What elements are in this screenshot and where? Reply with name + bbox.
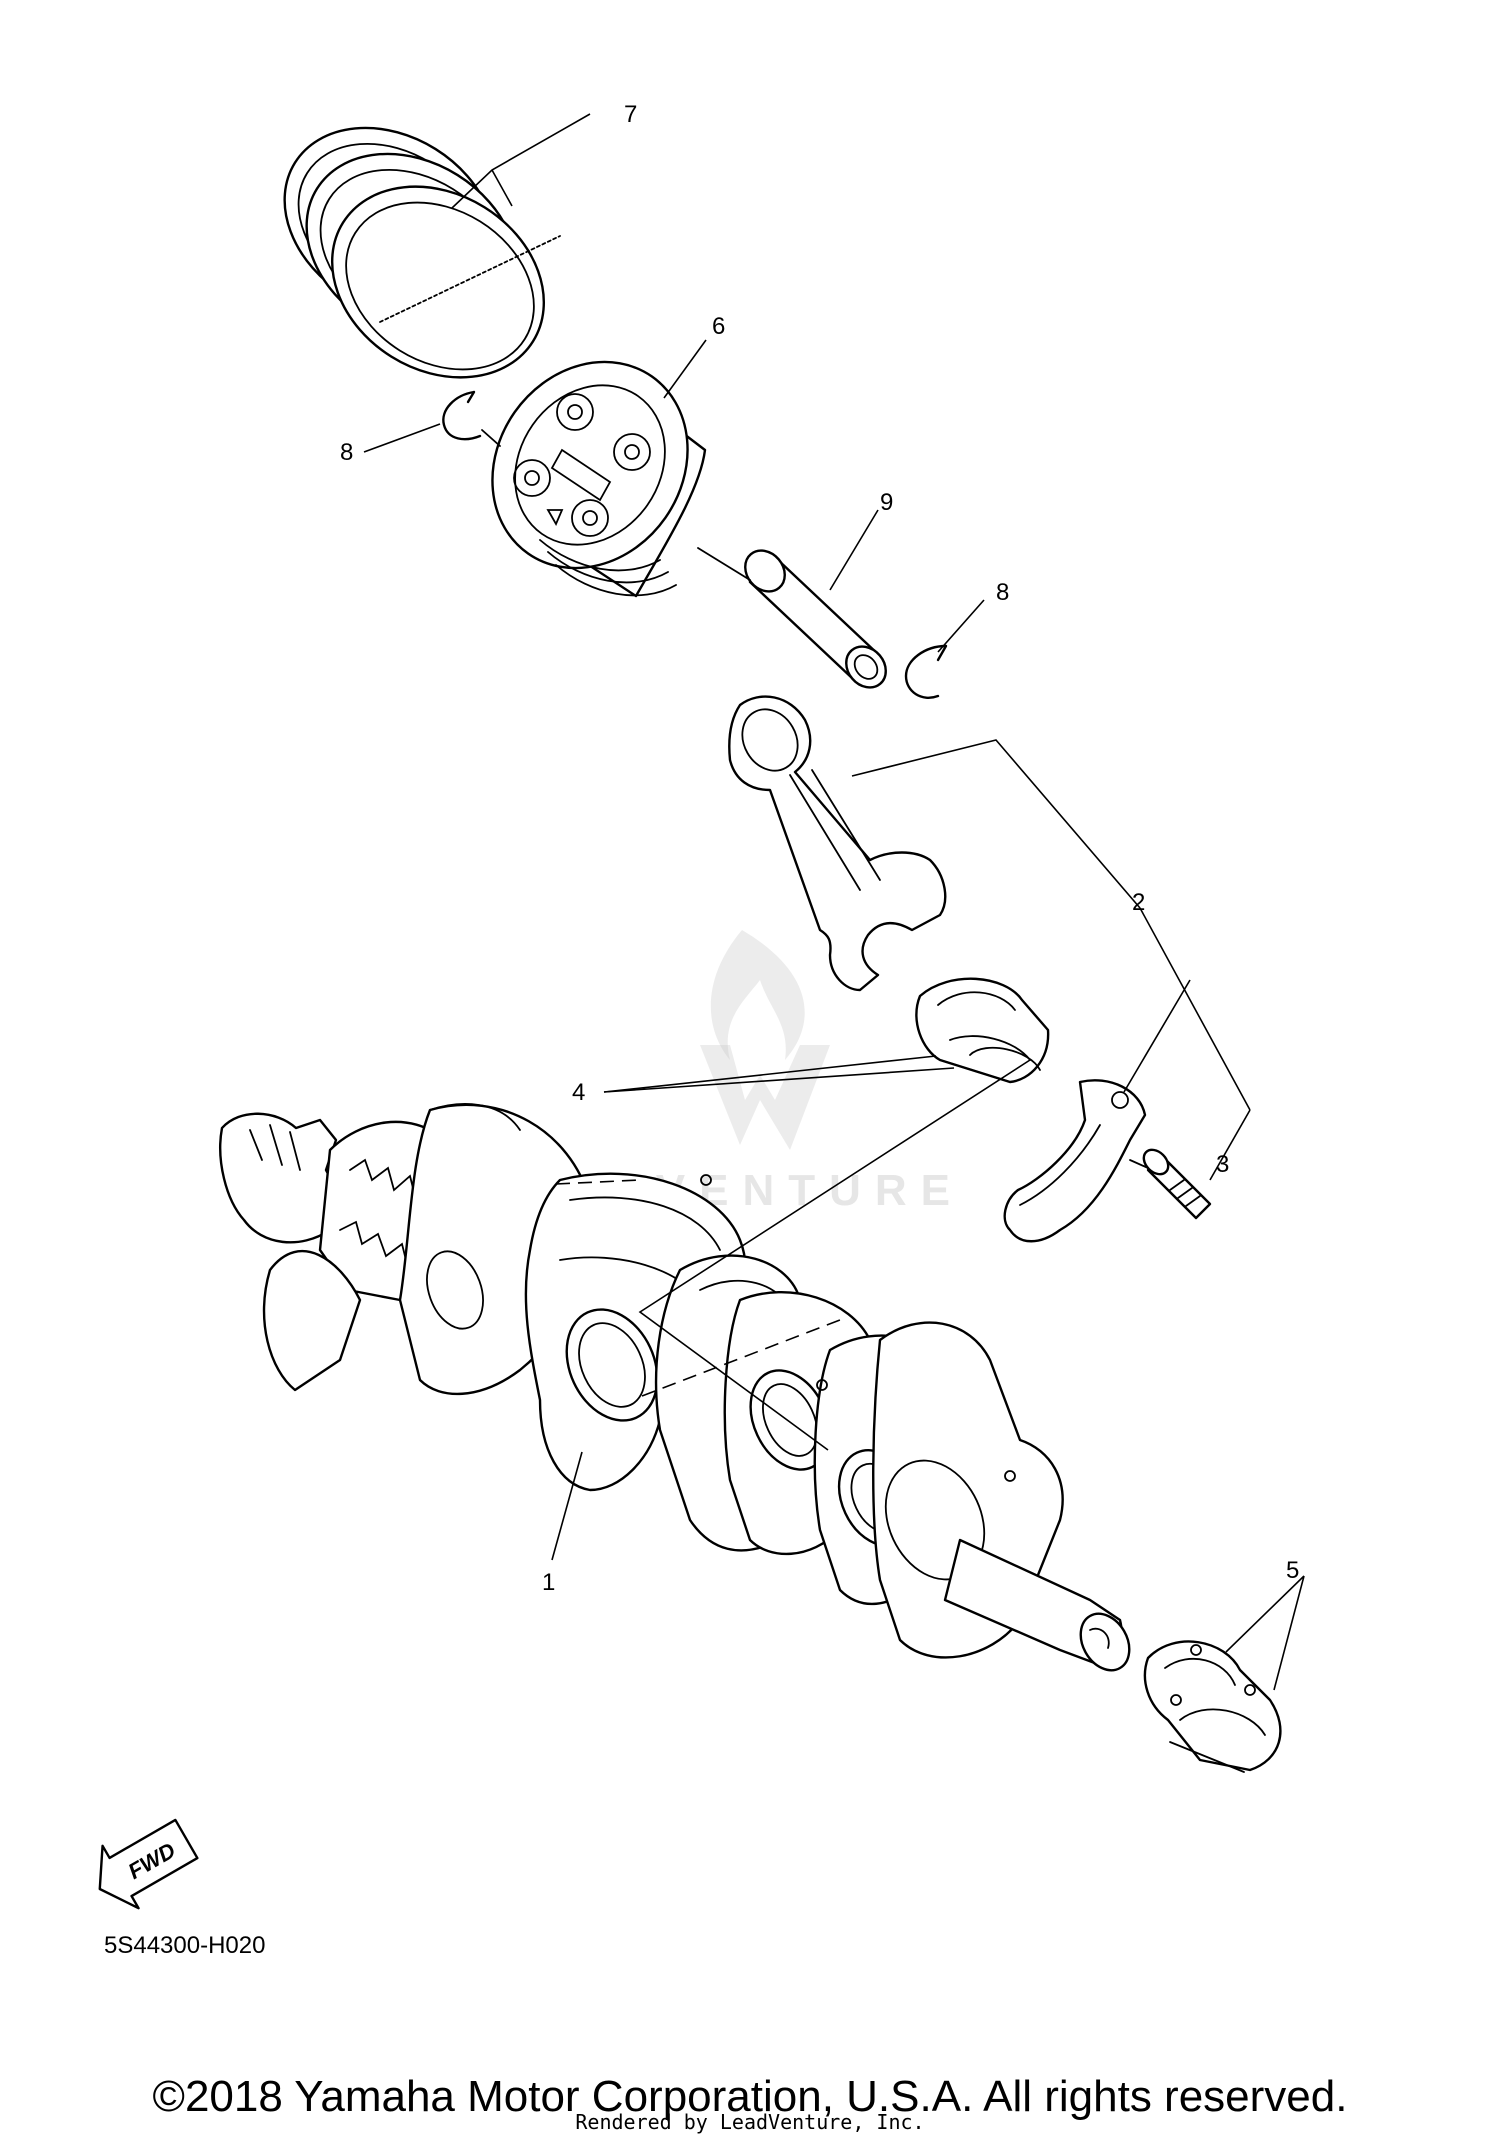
callout-9: 9	[880, 489, 893, 516]
circlip-left	[442, 390, 482, 441]
callout-2-leader	[851, 739, 1251, 1111]
callout-4: 4	[572, 1079, 585, 1106]
circlip-right	[904, 644, 948, 699]
callout-2: 2	[1132, 889, 1145, 916]
callout-5: 5	[1286, 1557, 1299, 1584]
connecting-rod	[728, 695, 947, 992]
callout-1-leader	[551, 1451, 583, 1561]
callout-4-leader	[603, 1055, 955, 1093]
callout-8b: 8	[996, 579, 1009, 606]
rod-bolt	[1129, 1148, 1212, 1220]
callout-3-leader	[1209, 1109, 1251, 1181]
diagram-code: 5S44300-H020	[104, 1932, 266, 1959]
callout-7: 7	[624, 101, 637, 128]
piston-pin	[697, 547, 887, 689]
piston	[491, 360, 707, 598]
circlip-pin-line	[481, 429, 501, 447]
callout-7-leader	[451, 113, 591, 209]
callout-1: 1	[542, 1569, 555, 1596]
callout-6-leader	[663, 339, 707, 399]
callout-9-leader	[829, 509, 879, 591]
callout-8a: 8	[340, 439, 353, 466]
crankshaft	[219, 1103, 1131, 1672]
fwd-arrow-icon: FWD	[98, 1818, 199, 1910]
rod-cap	[1003, 1079, 1147, 1243]
callout-6: 6	[712, 313, 725, 340]
callout-8b-leader	[937, 599, 985, 653]
callout-5-leader	[1225, 1575, 1305, 1691]
rendered-by-text: Rendered by LeadVenture, Inc.	[575, 2110, 925, 2134]
conrod-bearings	[915, 977, 1050, 1084]
callout-8a-leader	[363, 423, 441, 453]
leadventure-flame-logo	[700, 930, 830, 1150]
bearing-to-pin-line	[638, 1059, 1031, 1451]
copyright-text: ©2018 Yamaha Motor Corporation, U.S.A. A…	[152, 2072, 1348, 2121]
piston-rings	[283, 126, 561, 379]
main-bearings	[1143, 1640, 1282, 1773]
callout-3: 3	[1216, 1151, 1229, 1178]
